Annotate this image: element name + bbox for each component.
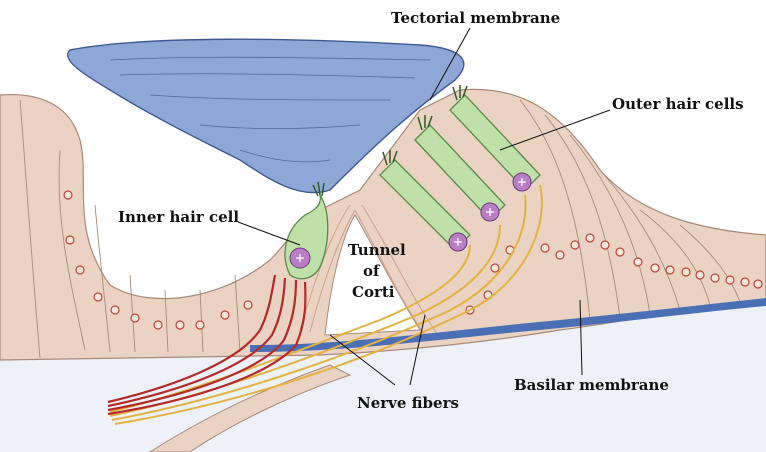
label-basilar-membrane: Basilar membrane	[514, 376, 669, 394]
label-tectorial-membrane: Tectorial membrane	[391, 9, 560, 27]
label-nerve-fibers: Nerve fibers	[357, 394, 459, 412]
label-inner-hair-cell: Inner hair cell	[118, 208, 239, 226]
label-tunnel-of-corti-line3: Corti	[352, 283, 395, 301]
label-tunnel-of-corti-line1: Tunnel	[348, 241, 406, 259]
label-outer-hair-cells: Outer hair cells	[612, 95, 744, 113]
label-tunnel-of-corti-line2: of	[363, 262, 381, 280]
